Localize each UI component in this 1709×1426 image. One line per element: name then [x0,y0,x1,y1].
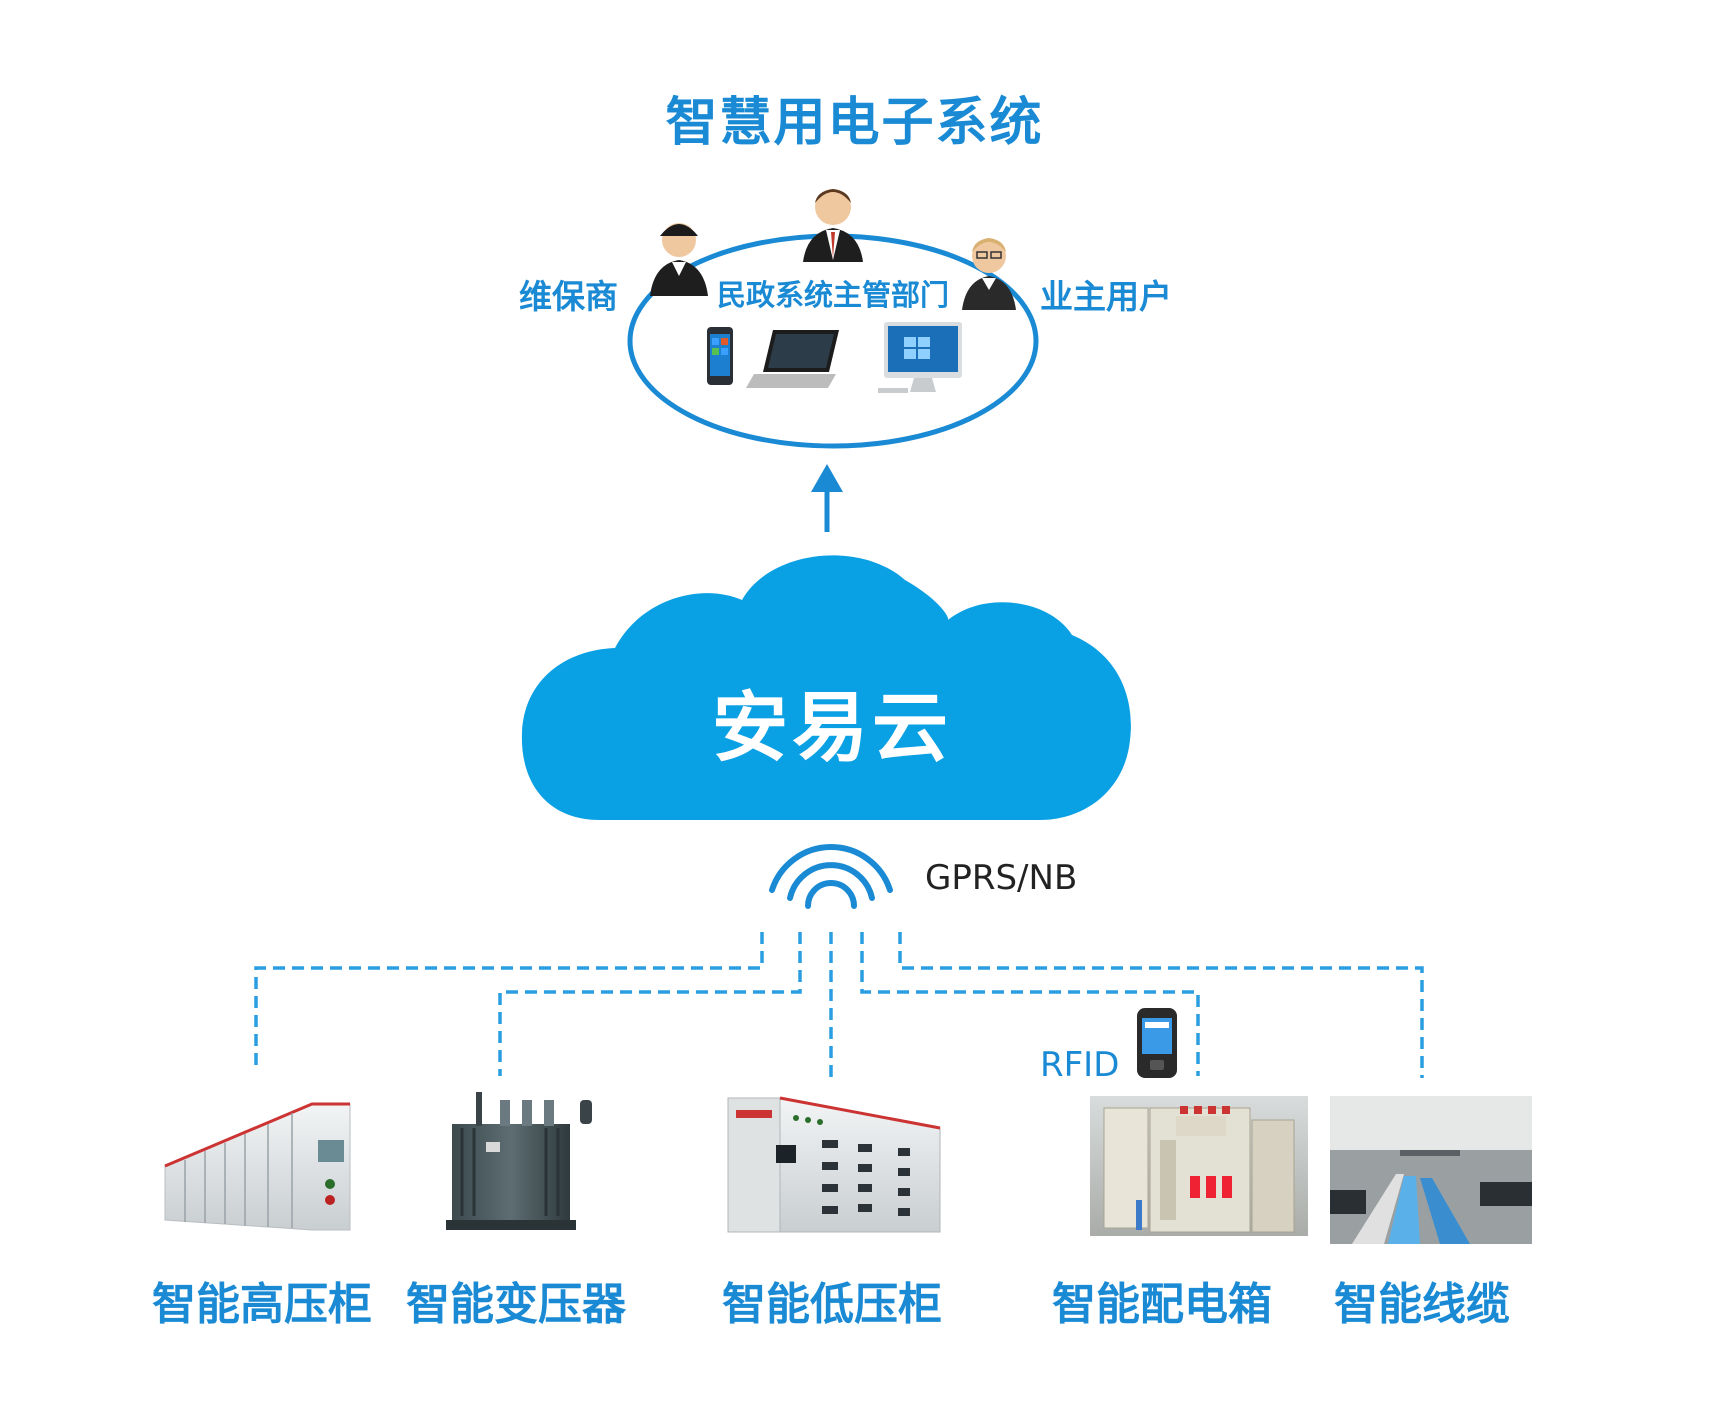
owner-icon [962,238,1016,310]
official-icon [803,189,863,262]
label-maintainer: 维保商 [519,277,618,316]
network-label: GPRS/NB [925,858,1078,898]
connector-distribution [860,932,1200,1076]
phone-icon [707,327,733,385]
label-owner-user: 业主用户 [1040,277,1172,316]
connection-lines [254,932,1424,1080]
wifi-signal-icon [769,844,893,909]
distribution-box-image [1090,1096,1308,1236]
rfid-label: RFID [1040,1045,1120,1085]
connector-cable [898,932,1424,1078]
laptop-icon [746,330,839,388]
device-label-distribution: 智能配电箱 [1052,1279,1272,1330]
cloud-label: 安易云 [712,683,952,772]
rfid-reader-icon [1137,1008,1177,1078]
connector-transformer [498,932,802,1076]
connector-high-voltage [254,932,764,1068]
low-voltage-cabinet-image [727,1096,941,1233]
high-voltage-cabinet-image [164,1102,351,1231]
label-civil-affairs-dept: 民政系统主管部门 [717,278,950,312]
maintainer-icon [650,223,708,296]
page-title: 智慧用电子系统 [665,93,1044,153]
up-arrow-head [811,464,843,492]
transformer-image [446,1092,592,1230]
cable-tray-image [1330,1096,1532,1244]
device-label-cable: 智能线缆 [1334,1279,1510,1330]
device-label-low-voltage: 智能低压柜 [722,1279,942,1330]
device-label-high-voltage: 智能高压柜 [152,1279,372,1330]
desktop-icon [878,322,962,393]
cloud-shape [521,555,1131,820]
device-label-transformer: 智能变压器 [406,1279,626,1330]
